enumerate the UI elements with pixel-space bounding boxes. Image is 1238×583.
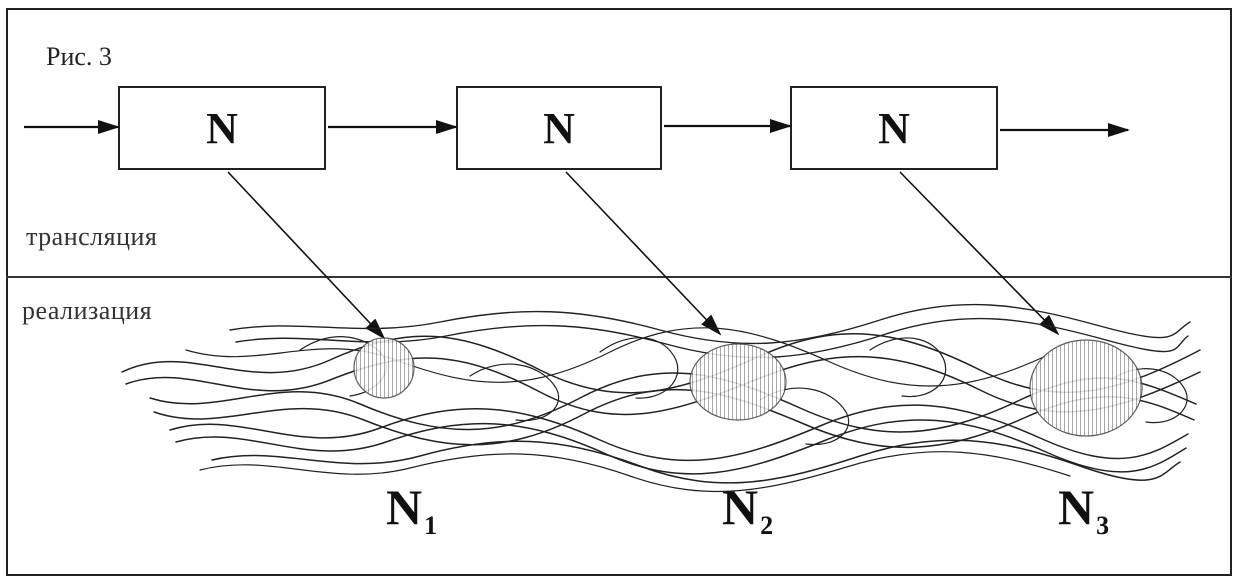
figure-frame [6,8,1232,576]
output-label-2: N2 [722,479,774,540]
active-site-3 [1029,339,1143,437]
active-site-2 [689,343,787,421]
active-site-1 [353,337,415,399]
zone-label-realization: реализация [22,296,153,325]
process-block-2: N [456,86,662,170]
process-block-3: N [790,86,998,170]
projection-arrow-3 [899,171,1060,336]
projection-arrow-2 [565,171,722,336]
output-label-3: N3 [1058,479,1110,540]
figure-caption: Рис. 3 [46,42,112,71]
active-sites [353,337,1143,437]
process-block-1: N [118,86,326,170]
projection-arrows [227,171,1060,340]
zone-label-translation: трансляция [26,222,158,251]
flow-arrows [24,119,1130,137]
zone-divider [6,276,1232,278]
projection-arrow-1 [227,171,386,340]
output-label-1: N1 [386,479,438,540]
